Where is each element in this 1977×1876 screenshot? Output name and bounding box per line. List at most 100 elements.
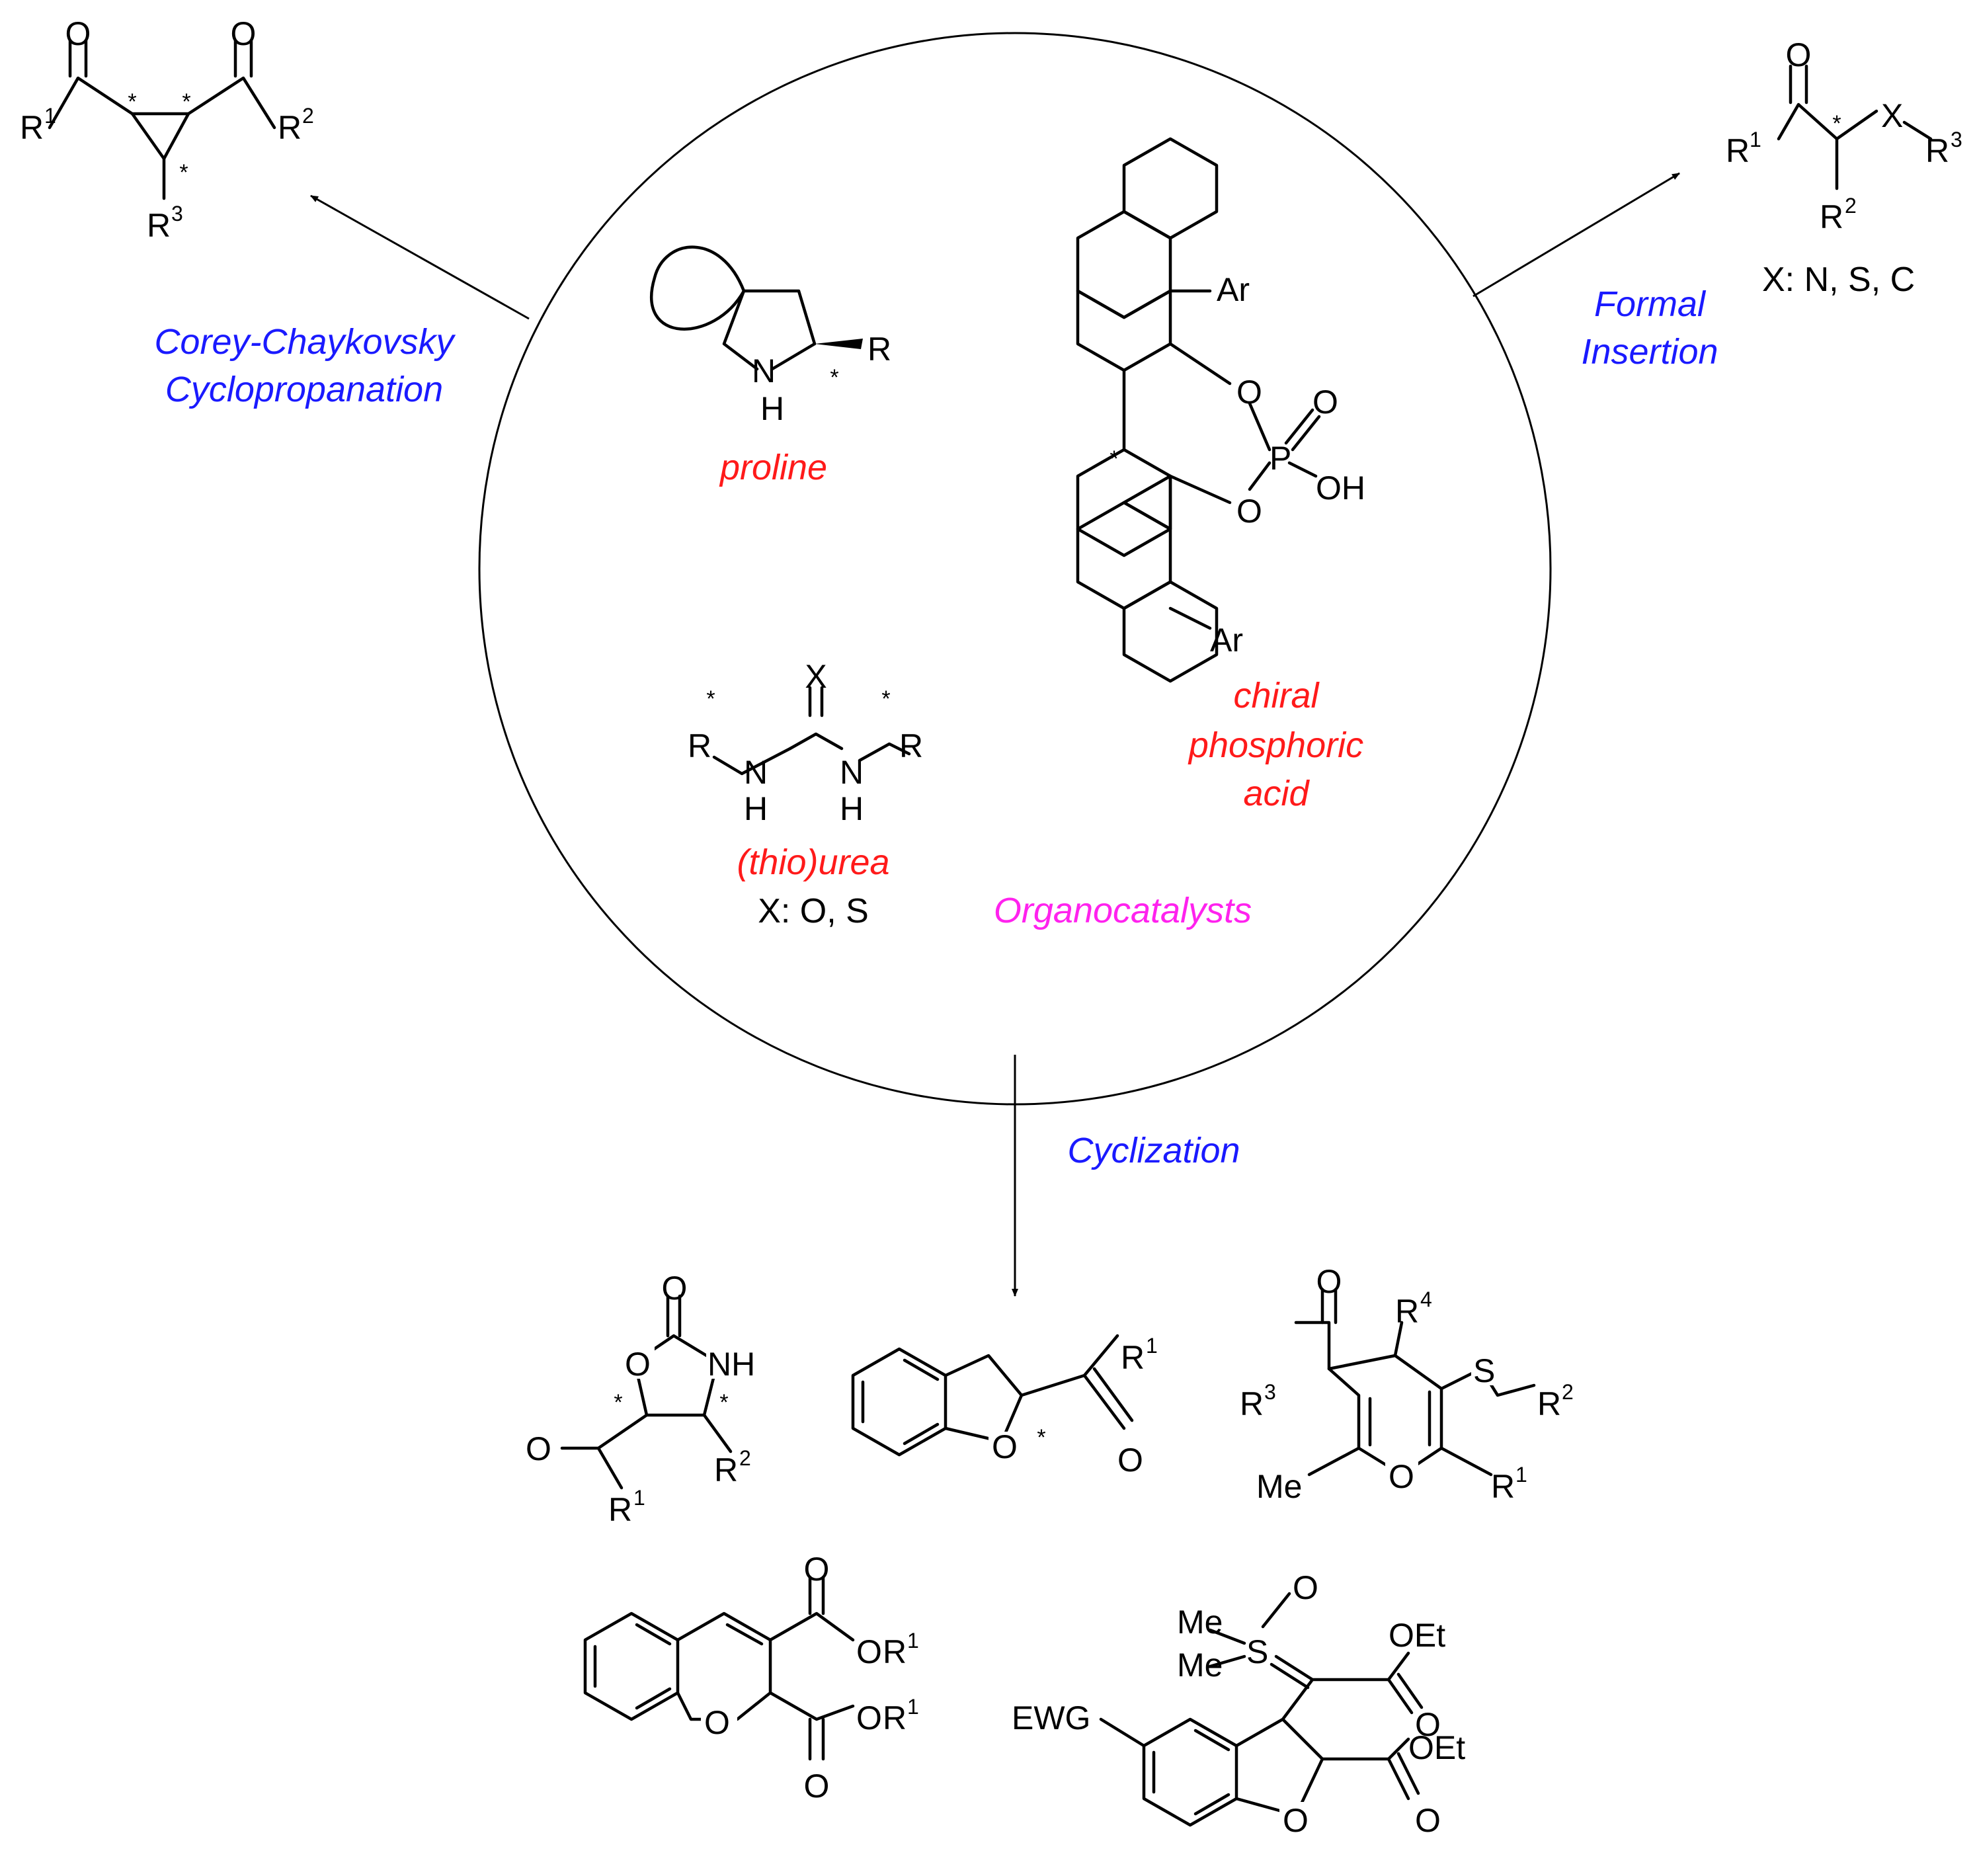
svg-text:O: O: [65, 15, 91, 52]
svg-text:1: 1: [1750, 128, 1761, 151]
svg-text:O: O: [231, 15, 257, 52]
svg-text:S: S: [1473, 1352, 1495, 1389]
insertion-x-list: X: N, S, C: [1762, 261, 1915, 299]
svg-text:*: *: [830, 365, 838, 390]
label-formal: Formal: [1594, 284, 1707, 324]
svg-text:O: O: [1236, 493, 1262, 530]
svg-text:2: 2: [1562, 1380, 1574, 1404]
svg-text:OEt: OEt: [1408, 1729, 1465, 1766]
svg-text:O: O: [1316, 1263, 1342, 1300]
svg-text:O: O: [1283, 1802, 1309, 1839]
svg-text:1: 1: [907, 1695, 919, 1719]
svg-text:*: *: [1110, 446, 1118, 471]
svg-text:R: R: [608, 1491, 632, 1528]
label-cpa-line1: chiral: [1233, 676, 1320, 715]
svg-text:N: N: [840, 754, 864, 791]
label-cyclization: Cyclization: [1067, 1131, 1240, 1170]
svg-text:*: *: [614, 1390, 622, 1415]
svg-text:N: N: [752, 352, 776, 389]
svg-text:R: R: [714, 1451, 738, 1489]
svg-text:2: 2: [739, 1446, 751, 1470]
arrow-insertion: [1473, 172, 1680, 298]
svg-text:O: O: [1389, 1458, 1414, 1495]
svg-text:2: 2: [302, 104, 314, 128]
svg-text:N: N: [744, 754, 768, 791]
svg-text:H: H: [760, 390, 784, 427]
svg-text:O: O: [1117, 1442, 1143, 1479]
svg-text:4: 4: [1420, 1287, 1432, 1311]
svg-text:R: R: [1395, 1293, 1419, 1330]
label-organocatalysts: Organocatalysts: [994, 891, 1252, 930]
svg-text:*: *: [179, 160, 188, 185]
svg-text:X: X: [805, 658, 827, 695]
svg-text:O: O: [526, 1430, 551, 1467]
svg-text:*: *: [128, 89, 136, 114]
svg-text:O: O: [1236, 374, 1262, 411]
svg-text:Ar: Ar: [1217, 271, 1250, 308]
svg-text:*: *: [706, 686, 715, 712]
svg-text:3: 3: [1264, 1380, 1276, 1404]
catalyst-phosphoric-acid: Ar Ar O O P O OH * chiral phosphoric aci…: [1076, 137, 1365, 813]
svg-text:R: R: [1820, 198, 1843, 235]
svg-text:3: 3: [1951, 128, 1962, 151]
svg-text:Me: Me: [1177, 1647, 1223, 1684]
svg-text:O: O: [662, 1270, 688, 1307]
svg-text:O: O: [804, 1551, 830, 1588]
svg-text:R: R: [278, 109, 302, 146]
catalyst-thiourea: X R N H N H R * * (thio)urea X: O, S: [688, 658, 923, 930]
label-proline: proline: [719, 448, 827, 487]
label-cpa-line3: acid: [1243, 774, 1310, 813]
svg-text:1: 1: [633, 1486, 645, 1510]
svg-text:*: *: [182, 89, 190, 114]
svg-text:O: O: [1312, 384, 1338, 421]
svg-text:X: X: [1881, 97, 1903, 134]
svg-text:O: O: [856, 1699, 882, 1736]
svg-text:O: O: [1786, 36, 1812, 73]
svg-text:R: R: [20, 109, 44, 146]
label-cyclopropanation: Cyclopropanation: [165, 370, 443, 409]
svg-text:R: R: [883, 1633, 907, 1670]
svg-text:R: R: [1240, 1385, 1264, 1422]
svg-text:O: O: [625, 1346, 651, 1383]
svg-text:R: R: [1925, 132, 1949, 169]
svg-text:EWG: EWG: [1012, 1699, 1090, 1736]
svg-text:O: O: [1293, 1569, 1318, 1606]
svg-text:R: R: [147, 207, 171, 244]
label-thiourea: (thio)urea: [737, 842, 889, 882]
svg-text:O: O: [704, 1704, 730, 1741]
svg-text:P: P: [1270, 440, 1291, 477]
svg-text:*: *: [881, 686, 890, 712]
product-benzofuran-ylide: S O Me Me OEt O OEt O O EWG: [1012, 1569, 1465, 1839]
svg-text:Me: Me: [1177, 1604, 1223, 1641]
svg-text:R: R: [899, 727, 923, 764]
svg-text:R: R: [1121, 1339, 1145, 1376]
svg-text:Ar: Ar: [1210, 622, 1243, 659]
svg-text:1: 1: [44, 104, 56, 128]
svg-text:3: 3: [171, 202, 183, 225]
label-insertion: Insertion: [1581, 332, 1718, 372]
svg-text:O: O: [856, 1633, 882, 1670]
svg-text:R: R: [883, 1699, 907, 1736]
svg-text:Me: Me: [1256, 1468, 1302, 1505]
svg-text:O: O: [992, 1428, 1018, 1465]
label-cpa-line2: phosphoric: [1188, 725, 1363, 765]
thiourea-x-list: X: O, S: [758, 892, 869, 930]
catalyst-circle: [478, 32, 1552, 1106]
svg-text:O: O: [1415, 1706, 1441, 1743]
arrow-cyclopropanation: [310, 194, 530, 320]
svg-text:OEt: OEt: [1389, 1617, 1445, 1654]
catalyst-proline: N H R * proline: [650, 245, 891, 487]
svg-text:1: 1: [907, 1629, 919, 1652]
svg-text:H: H: [744, 790, 768, 827]
svg-text:NH: NH: [707, 1346, 755, 1383]
svg-text:1: 1: [1146, 1334, 1158, 1358]
svg-text:R: R: [1726, 132, 1750, 169]
svg-text:1: 1: [1515, 1463, 1527, 1487]
svg-text:R: R: [688, 727, 711, 764]
